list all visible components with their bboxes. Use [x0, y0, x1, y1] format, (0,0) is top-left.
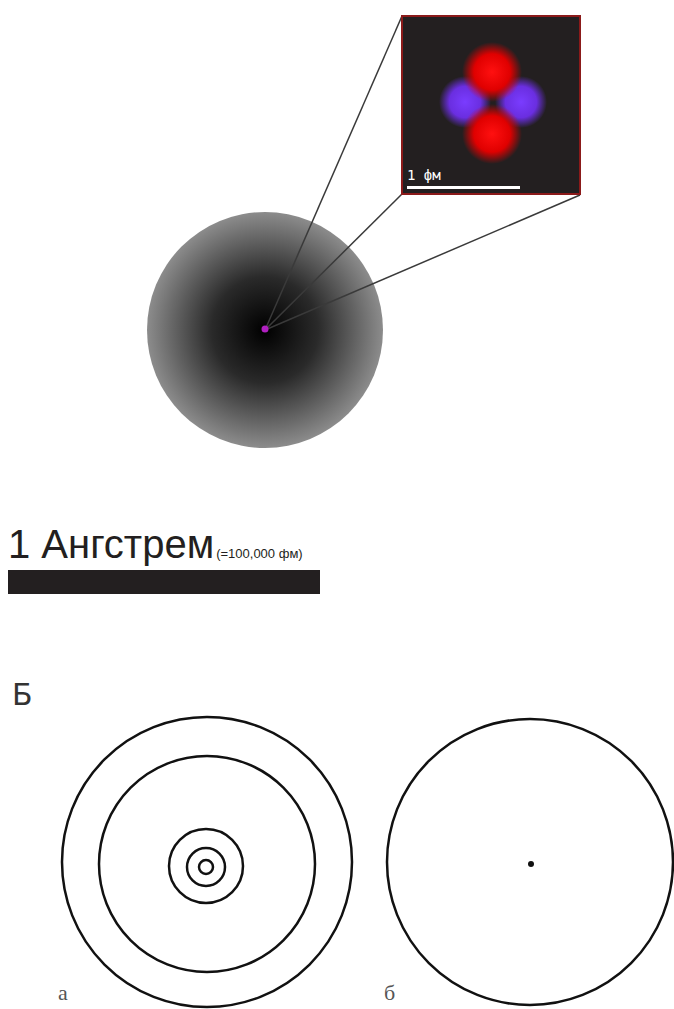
nucleus-dot — [262, 326, 269, 333]
nucleus-inset — [402, 16, 580, 194]
figure-letter: а — [58, 982, 68, 1004]
figure-letter: б — [384, 982, 395, 1004]
femtometer-scale-bar — [407, 186, 520, 189]
scale-label: 1 Ангстрем — [8, 524, 214, 564]
proton — [462, 42, 522, 102]
bohr-model — [62, 717, 352, 1007]
section-letter: Б — [12, 680, 33, 710]
scale-note: (=100,000 фм) — [216, 547, 303, 560]
angstrom-scale-bar — [8, 570, 320, 594]
proton — [462, 104, 522, 164]
zoom-lines — [265, 16, 580, 330]
rutherford-model — [387, 719, 673, 1005]
scale-label: 1 фм — [407, 168, 441, 182]
